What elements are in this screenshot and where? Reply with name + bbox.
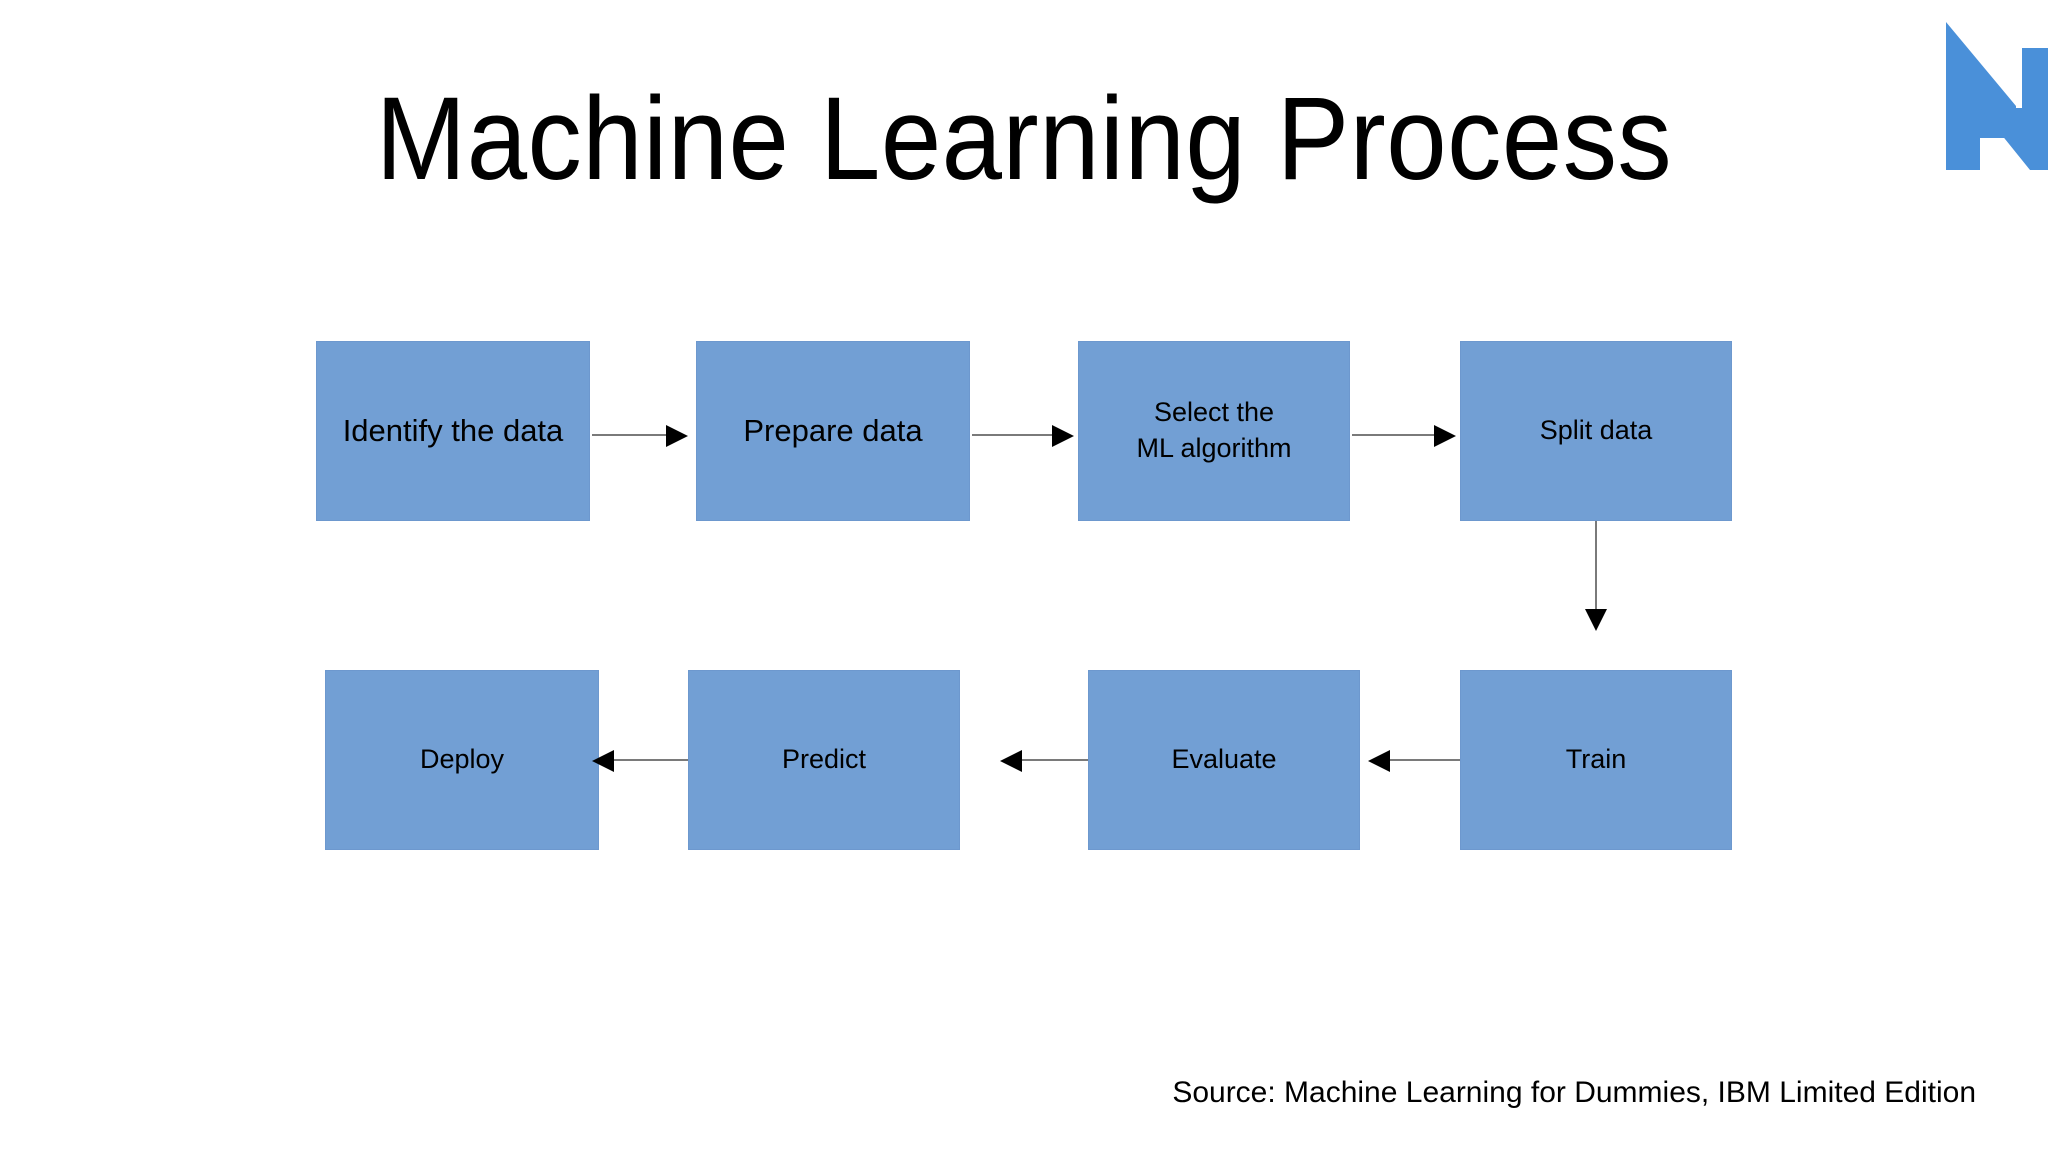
node-predict[interactable]: Predict [688, 670, 960, 850]
arrow-shaft [1352, 434, 1438, 436]
brand-logo-n-icon [1938, 8, 2048, 170]
arrow-head-left-icon [1000, 750, 1022, 772]
arrow-head-right-icon [1052, 425, 1074, 447]
edge-evaluate-to-predict [1000, 745, 1092, 775]
node-train[interactable]: Train [1460, 670, 1732, 850]
edge-train-to-evaluate [1368, 745, 1464, 775]
node-split-data[interactable]: Split data [1460, 341, 1732, 521]
edge-select-to-split [1352, 420, 1460, 450]
arrow-head-right-icon [666, 425, 688, 447]
node-evaluate[interactable]: Evaluate [1088, 670, 1360, 850]
source-note: Source: Machine Learning for Dummies, IB… [1172, 1076, 1976, 1109]
edge-predict-to-deploy [592, 745, 692, 775]
node-deploy[interactable]: Deploy [325, 670, 599, 850]
node-select-the-ml-algorithm[interactable]: Select the ML algorithm [1078, 341, 1350, 521]
edge-identify-to-prepare [592, 420, 692, 450]
arrow-shaft [592, 434, 670, 436]
arrow-shaft [1018, 759, 1090, 761]
node-identify-the-data[interactable]: Identify the data [316, 341, 590, 521]
arrow-shaft [1386, 759, 1462, 761]
edge-split-to-train [1581, 521, 1611, 637]
brand-logo-n-svg [1946, 22, 2048, 170]
arrow-head-left-icon [1368, 750, 1390, 772]
arrow-head-right-icon [1434, 425, 1456, 447]
arrow-shaft-vertical [1595, 521, 1597, 613]
node-prepare-data[interactable]: Prepare data [696, 341, 970, 521]
page-title: Machine Learning Process [375, 73, 1673, 205]
edge-prepare-to-select [972, 420, 1078, 450]
arrow-head-down-icon [1585, 609, 1607, 631]
arrow-head-left-icon [592, 750, 614, 772]
arrow-shaft [972, 434, 1056, 436]
arrow-shaft [610, 759, 688, 761]
